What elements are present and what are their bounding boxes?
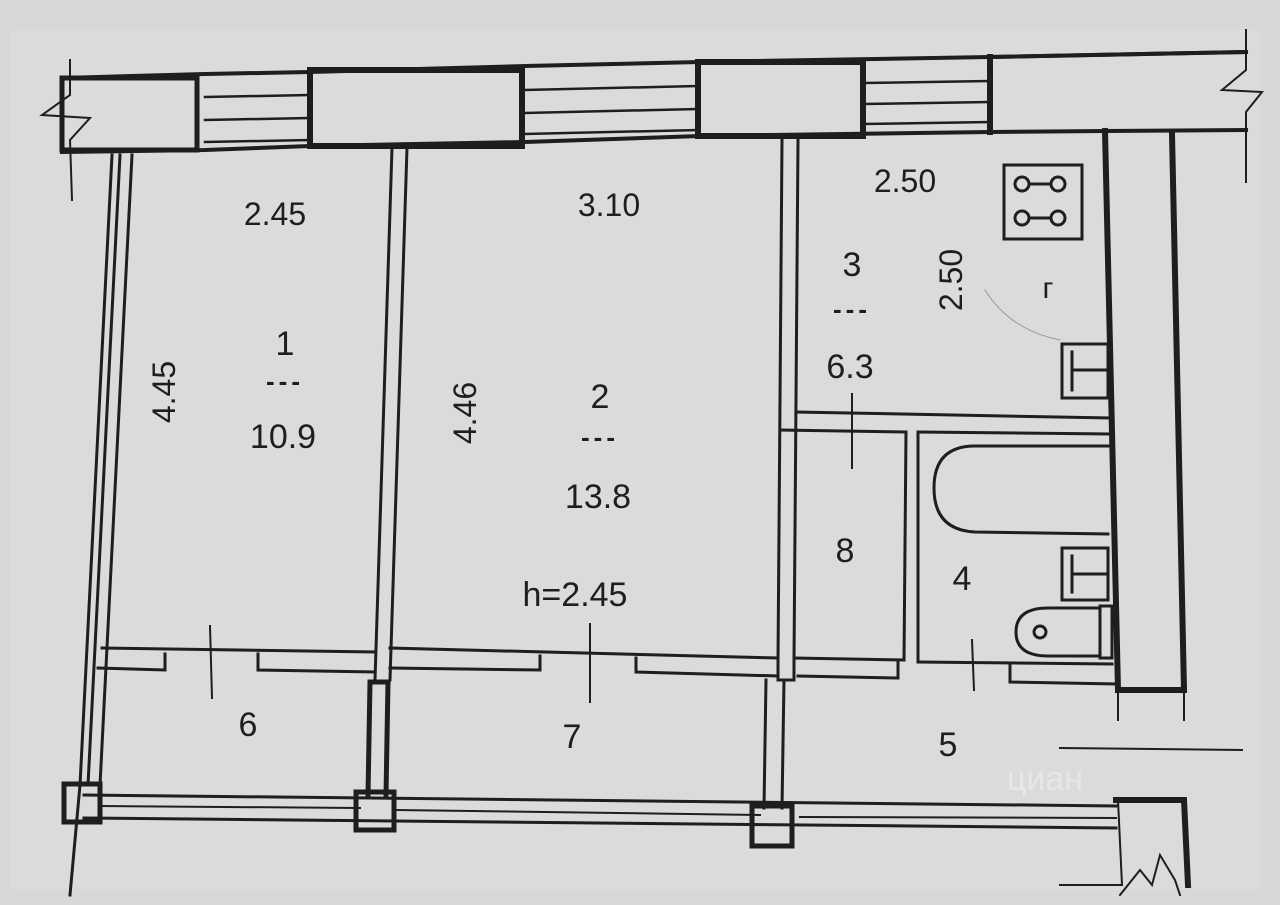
- window-room-3: [861, 79, 992, 126]
- partition-6-7: [365, 679, 391, 798]
- exterior-wall-left: [68, 153, 134, 897]
- room-7-number: 7: [563, 718, 582, 756]
- partition-3-bath: [778, 410, 1112, 664]
- room-2-width: 3.10: [578, 187, 640, 223]
- room-6-number: 6: [239, 706, 258, 744]
- room-3-area: 6.3: [826, 348, 873, 386]
- room-1-dash: ---: [266, 366, 304, 396]
- room-3-dash: ---: [833, 294, 871, 324]
- partition-1-2: [373, 146, 409, 682]
- room-8-number: 8: [836, 532, 855, 570]
- wall-break-right: [1219, 29, 1265, 183]
- room-2-area: 13.8: [565, 478, 631, 516]
- window-room-1: [203, 93, 312, 144]
- partition-7-5: [762, 678, 786, 810]
- ceiling-height: h=2.45: [523, 576, 628, 614]
- room-2-number: 2: [591, 378, 610, 416]
- room-1-width: 2.45: [244, 196, 306, 232]
- room-1-area: 10.9: [250, 418, 316, 456]
- room-2-length: 4.46: [447, 382, 483, 444]
- wall-room-1-bottom: [96, 624, 377, 700]
- watermark: циан: [1007, 760, 1083, 798]
- wall-room-8-bottom: [776, 656, 906, 682]
- room-5-number: 5: [939, 726, 958, 764]
- room-4-number: 4: [953, 560, 972, 598]
- room-3-width: 2.50: [874, 163, 936, 199]
- wall-room-4-bottom: [916, 638, 1118, 692]
- room-2-dash: ---: [581, 422, 619, 452]
- exterior-wall-right: [1101, 127, 1192, 889]
- room-1-number: 1: [276, 325, 295, 363]
- window-room-2: [523, 84, 700, 136]
- balcony-rail: [82, 793, 1118, 830]
- toilet-icon: [1014, 604, 1114, 660]
- balcony-posts: [61, 781, 795, 849]
- room-3-length: 2.50: [933, 249, 969, 311]
- exterior-wall-top: [59, 49, 1249, 155]
- kitchen-sink-icon: [1060, 342, 1110, 400]
- partition-2-3: [776, 138, 800, 662]
- room-1-length: 4.45: [146, 361, 182, 423]
- wall-break-bottom: [1059, 852, 1182, 897]
- room-3-number: 3: [843, 246, 862, 284]
- stove-icon: [1002, 163, 1084, 241]
- wall-break-left: [39, 59, 93, 202]
- kitchen-marker: г: [1043, 272, 1054, 305]
- wall-room-2-bottom: [388, 623, 780, 703]
- bathtub-icon: [932, 444, 1110, 536]
- wash-basin-icon: [1060, 546, 1110, 602]
